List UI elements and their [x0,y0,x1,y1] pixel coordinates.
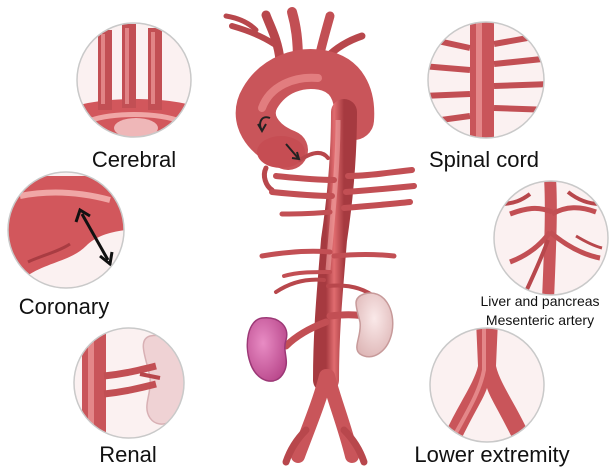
right-kidney-icon [356,293,393,357]
lower-extremity-circle [430,320,544,446]
coronary-circle [0,172,126,300]
label-coronary: Coronary [19,294,109,319]
label-lower-extremity: Lower extremity [414,442,569,467]
label-cerebral: Cerebral [92,147,176,172]
cerebral-circle [70,23,200,150]
spinal-cord-circle [422,18,552,148]
left-kidney-icon [247,318,286,381]
label-mesenteric-artery: Mesenteric artery [486,312,594,328]
label-renal: Renal [99,442,156,467]
renal-circle [74,320,190,450]
mesenteric-circle [494,178,608,300]
central-aorta [226,12,414,462]
label-spinal-cord: Spinal cord [429,147,539,172]
label-liver-pancreas: Liver and pancreas [480,293,599,309]
